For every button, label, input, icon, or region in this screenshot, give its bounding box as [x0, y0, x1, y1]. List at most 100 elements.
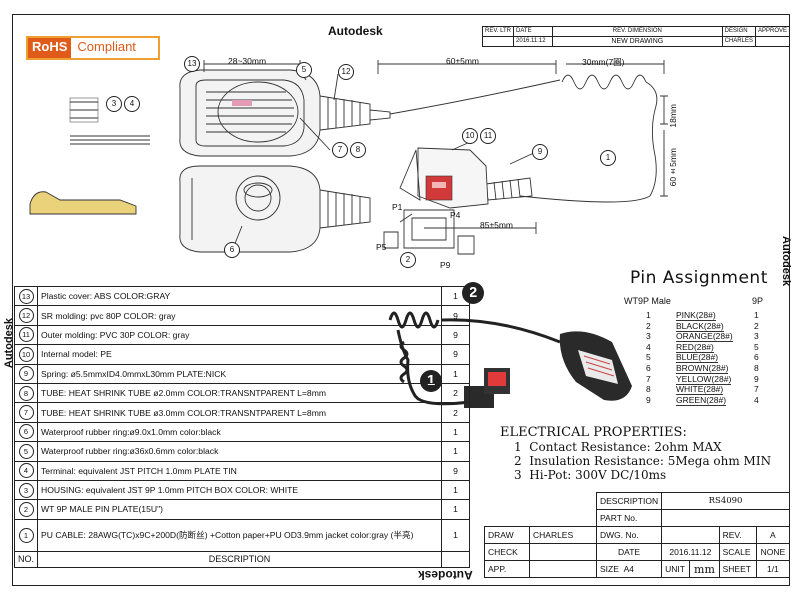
check-value: [529, 543, 597, 561]
pin-label-p1: P1: [392, 202, 403, 212]
parts-row-qty: 9: [441, 305, 470, 326]
pin-wire-color: BROWN(28#): [676, 362, 729, 374]
pin-number: 7: [646, 373, 651, 384]
rev-date-value: 2016.11.12: [513, 36, 554, 47]
parts-row-no: 4: [13, 460, 39, 481]
parts-row-qty: 2: [441, 382, 470, 404]
dim-coil-height: 18mm: [668, 104, 678, 128]
parts-row-no: 2: [13, 499, 39, 520]
rev-design-value: CHARLES: [721, 36, 756, 47]
plug-callout-2: 2: [400, 252, 416, 268]
electrical-item: 1 Contact Resistance: 2ohm MAX: [514, 440, 722, 454]
parts-row-desc: Plastic cover: ABS COLOR:GRAY: [37, 285, 442, 307]
check-label: CHECK: [484, 543, 530, 561]
electrical-item: 2 Insulation Resistance: 5Mega ohm MIN: [514, 454, 772, 468]
pin-left-label: WT9P Male: [624, 296, 671, 306]
parts-row-desc: Spring: ø5.5mmxID4.0mmxL30mm PLATE:NICK: [37, 363, 442, 384]
pin-label-p5: P5: [376, 242, 387, 252]
parts-row-no: 10: [13, 344, 39, 365]
pin-label-p4: P4: [450, 210, 461, 220]
pin-right-label: 9P: [752, 296, 764, 306]
parts-row-no: 11: [13, 324, 39, 346]
rev-ltr-value: [481, 36, 515, 47]
parts-row-qty: 9: [441, 460, 470, 481]
compliant-label: Compliant: [77, 39, 136, 54]
parts-row-desc: TUBE: HEAT SHRINK TUBE ø3.0mm COLOR:TRAN…: [37, 402, 442, 423]
pin-number: 4: [646, 341, 651, 352]
dim-spring-length: 30mm(7圈): [582, 57, 625, 67]
pin-number: 8: [646, 384, 651, 395]
callout-9: 9: [532, 144, 548, 160]
callout-13: 13: [184, 56, 200, 72]
electrical-title: ELECTRICAL PROPERTIES:: [500, 425, 687, 440]
pin-wire-color: PINK(28#): [676, 310, 716, 321]
description-label: DESCRIPTION: [595, 492, 663, 510]
pin-mapped-number: 6: [754, 352, 759, 363]
pin-wire-color: GREEN(28#): [676, 394, 727, 406]
callout-7: 7: [332, 142, 348, 158]
pin-mapped-number: 5: [754, 341, 759, 352]
callout-8: 8: [350, 142, 366, 158]
parts-header-no: NO.: [13, 550, 39, 568]
pin-mapped-number: 2: [754, 320, 759, 331]
brand-bottom: Autodesk: [418, 568, 473, 582]
pin-number: 1: [646, 310, 651, 320]
revision-table: REV. LTR DATE REV. DIMENSION DESIGN APPR…: [481, 26, 791, 47]
sheet-value: 1/1: [755, 560, 791, 578]
callout-4: 4: [124, 96, 140, 112]
title-block-blank: [484, 492, 597, 527]
pin-wire-color: BLACK(28#): [676, 320, 724, 332]
electrical-properties: ELECTRICAL PROPERTIES: 1 Contact Resista…: [500, 425, 772, 483]
rev-label: REV.: [718, 526, 757, 544]
draw-value: CHARLES: [529, 526, 597, 544]
parts-row-qty: 1: [441, 421, 470, 443]
draw-label: DRAW: [484, 526, 530, 544]
part-no-label: PART No.: [595, 509, 663, 527]
dim-cable-length-a: 60±5mm: [446, 56, 480, 66]
pin-wire-color: WHITE(28#): [676, 384, 724, 396]
title-block: DESCRIPTION RS4090 PART No. DRAW CHARLES…: [484, 492, 791, 578]
parts-row-qty: 1: [441, 499, 470, 520]
pin-mapped-number: 1: [754, 310, 759, 320]
technical-drawing: [29, 60, 668, 255]
pin-assignment-title: Pin Assignment: [630, 268, 768, 288]
pin-mapped-number: 7: [754, 384, 759, 395]
approve-label: APP.: [484, 560, 530, 578]
rohs-label: RoHS: [28, 38, 72, 58]
dwg-no-label: DWG. No.: [595, 526, 663, 544]
date-value: 2016.11.12: [661, 543, 720, 561]
pin-row: 1 PINK(28#) 1: [640, 310, 780, 321]
parts-row-desc: Terminal: equivalent JST PITCH 1.0mm PLA…: [37, 460, 442, 481]
parts-row-no: 12: [13, 305, 39, 326]
unit-value: mm: [689, 560, 720, 578]
parts-row-qty: 2: [441, 402, 470, 423]
rev-approve-value: [754, 36, 791, 47]
electrical-item: 3 Hi-Pot: 300V DC/10ms: [514, 468, 667, 482]
pin-wire-color: BLUE(28#): [676, 352, 719, 364]
parts-row-qty: 1: [441, 479, 470, 501]
dim-head-width: 28~30mm: [228, 56, 267, 66]
parts-row-desc: PU CABLE: 28AWG(TC)x9C+200D(防断丝) +Cotton…: [37, 518, 442, 552]
parts-row-no: 9: [13, 363, 39, 384]
pin-mapped-number: 3: [754, 331, 759, 342]
scale-label: SCALE: [718, 543, 757, 561]
parts-row-qty: 1: [441, 518, 470, 552]
pin-number: 3: [646, 331, 651, 342]
scale-value: NONE: [755, 543, 791, 561]
dwg-no-value: [661, 526, 720, 544]
date-label: DATE: [595, 543, 663, 561]
pin-number: 9: [646, 394, 651, 405]
